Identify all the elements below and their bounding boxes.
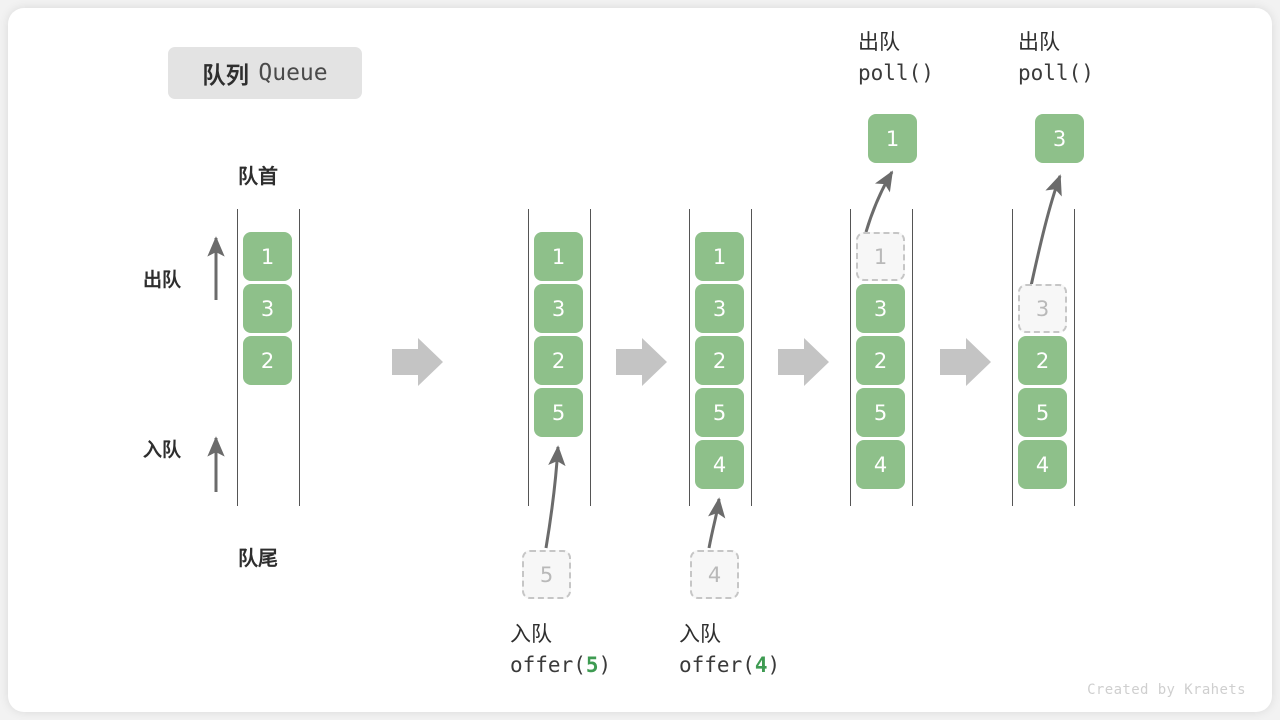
rail-left-stage-5 xyxy=(1012,209,1013,506)
outgoing-slot: 3 xyxy=(1018,284,1067,333)
queue-cell: 4 xyxy=(1018,440,1067,489)
operation-code: poll() xyxy=(858,61,934,86)
incoming-element: 4 xyxy=(690,550,739,599)
diagram-card xyxy=(8,8,1272,712)
operation-code: offer(5) xyxy=(510,653,612,678)
incoming-element: 5 xyxy=(522,550,571,599)
queue-cell: 5 xyxy=(534,388,583,437)
rail-left-stage-2 xyxy=(528,209,529,506)
removed-element: 3 xyxy=(1035,114,1084,163)
diagram-title-cn: 队列 xyxy=(202,62,250,88)
operation-label-poll-3: 出队 poll() xyxy=(1018,28,1094,89)
rail-right-stage-5 xyxy=(1074,209,1075,506)
queue-cell: 2 xyxy=(856,336,905,385)
rail-right-stage-3 xyxy=(751,209,752,506)
operation-name-cn: 出队 xyxy=(858,31,900,54)
diagram-title-en: Queue xyxy=(258,60,328,86)
outgoing-slot: 1 xyxy=(856,232,905,281)
queue-cell: 3 xyxy=(534,284,583,333)
rail-right-stage-1 xyxy=(299,209,300,506)
queue-cell: 4 xyxy=(856,440,905,489)
operation-name-cn: 入队 xyxy=(679,623,721,646)
rail-left-stage-1 xyxy=(237,209,238,506)
operation-name-cn: 出队 xyxy=(1018,31,1060,54)
operation-code: poll() xyxy=(1018,61,1094,86)
rail-left-stage-3 xyxy=(689,209,690,506)
queue-cell: 1 xyxy=(695,232,744,281)
queue-cell: 3 xyxy=(695,284,744,333)
queue-cell: 2 xyxy=(695,336,744,385)
operation-label-offer-4: 入队 offer(4) xyxy=(679,620,780,681)
queue-cell: 5 xyxy=(856,388,905,437)
queue-cell: 2 xyxy=(1018,336,1067,385)
queue-tail-label: 队尾 xyxy=(238,548,278,570)
rail-left-stage-4 xyxy=(850,209,851,506)
dequeue-side-label: 出队 xyxy=(143,270,182,291)
queue-cell: 3 xyxy=(243,284,292,333)
rail-right-stage-4 xyxy=(912,209,913,506)
operation-name-cn: 入队 xyxy=(510,623,552,646)
queue-cell: 1 xyxy=(534,232,583,281)
removed-element: 1 xyxy=(868,114,917,163)
queue-cell: 5 xyxy=(695,388,744,437)
credit-label: Created by Krahets xyxy=(1087,682,1246,698)
queue-cell: 2 xyxy=(534,336,583,385)
rail-right-stage-2 xyxy=(590,209,591,506)
operation-code: offer(4) xyxy=(679,653,781,678)
queue-cell: 1 xyxy=(243,232,292,281)
queue-cell: 4 xyxy=(695,440,744,489)
operation-label-poll-1: 出队 poll() xyxy=(858,28,934,89)
queue-cell: 2 xyxy=(243,336,292,385)
queue-cell: 5 xyxy=(1018,388,1067,437)
enqueue-side-label: 入队 xyxy=(143,440,182,461)
queue-head-label: 队首 xyxy=(238,166,278,188)
queue-cell: 3 xyxy=(856,284,905,333)
diagram-title-chip: 队列 Queue xyxy=(168,47,362,99)
operation-label-offer-5: 入队 offer(5) xyxy=(510,620,611,681)
